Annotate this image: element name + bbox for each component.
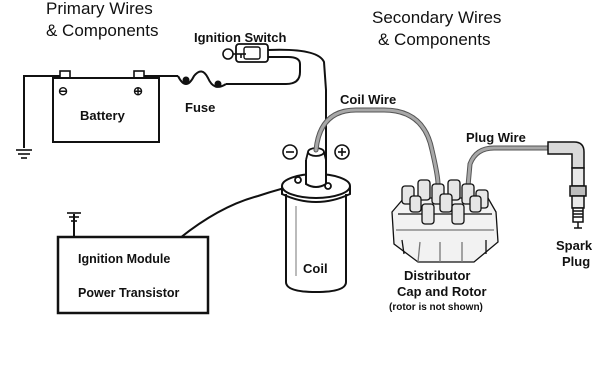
plug-wire (465, 145, 559, 189)
switch-coil-wire (267, 48, 327, 188)
fuse-icon (177, 70, 227, 88)
coil-label: Coil (303, 261, 328, 276)
ignition-module: Ignition Module Power Transistor (56, 235, 210, 315)
coil-negative-sign (282, 144, 298, 160)
coil-body (285, 194, 347, 294)
battery-negative-symbol: ⊖ (58, 84, 68, 98)
ground-symbol-battery (16, 149, 32, 159)
coil-tower (305, 160, 327, 188)
distributor-note: (rotor is not shown) (389, 302, 483, 313)
battery-positive-symbol: ⊕ (133, 84, 143, 98)
spark-plug-boot (547, 141, 585, 169)
secondary-heading-line1: Secondary Wires (372, 8, 501, 27)
coil-positive-terminal (324, 182, 332, 190)
ignition-switch-label: Ignition Switch (194, 30, 286, 45)
coil-wire-label: Coil Wire (340, 92, 396, 107)
ignition-module-box (56, 235, 210, 315)
spark-plug-label-line1: Spark (556, 238, 593, 253)
coil: Coil (281, 147, 351, 294)
spark-plug-label-line2: Plug (562, 254, 590, 269)
module-coil-wire (179, 183, 303, 239)
distributor-label-line2: Cap and Rotor (397, 284, 487, 299)
battery-ground-wire (23, 75, 64, 148)
secondary-heading-line2: & Components (378, 30, 490, 49)
distributor-label-line1: Distributor (404, 268, 470, 283)
power-transistor-label: Power Transistor (78, 286, 180, 300)
plug-wire-label: Plug Wire (466, 130, 526, 145)
key-icon (222, 48, 246, 60)
ignition-switch (222, 43, 269, 63)
battery-label: Battery (80, 108, 126, 123)
primary-heading-line1: Primary Wires (46, 0, 153, 18)
coil-wire (313, 107, 441, 187)
distributor-cap (391, 179, 499, 263)
battery: ⊖ ⊕ Battery (52, 70, 160, 143)
battery-case (52, 77, 160, 143)
ground-symbol-module (67, 212, 81, 222)
coil-negative-terminal (294, 176, 302, 184)
fuse-label: Fuse (185, 100, 215, 115)
primary-wiring (23, 48, 327, 239)
ignition-module-label: Ignition Module (78, 252, 170, 266)
fuse-switch-wire (226, 56, 301, 85)
spark-plug (547, 141, 587, 229)
secondary-wiring (313, 107, 559, 189)
coil-positive-sign (334, 144, 350, 160)
primary-heading-line2: & Components (46, 21, 158, 40)
